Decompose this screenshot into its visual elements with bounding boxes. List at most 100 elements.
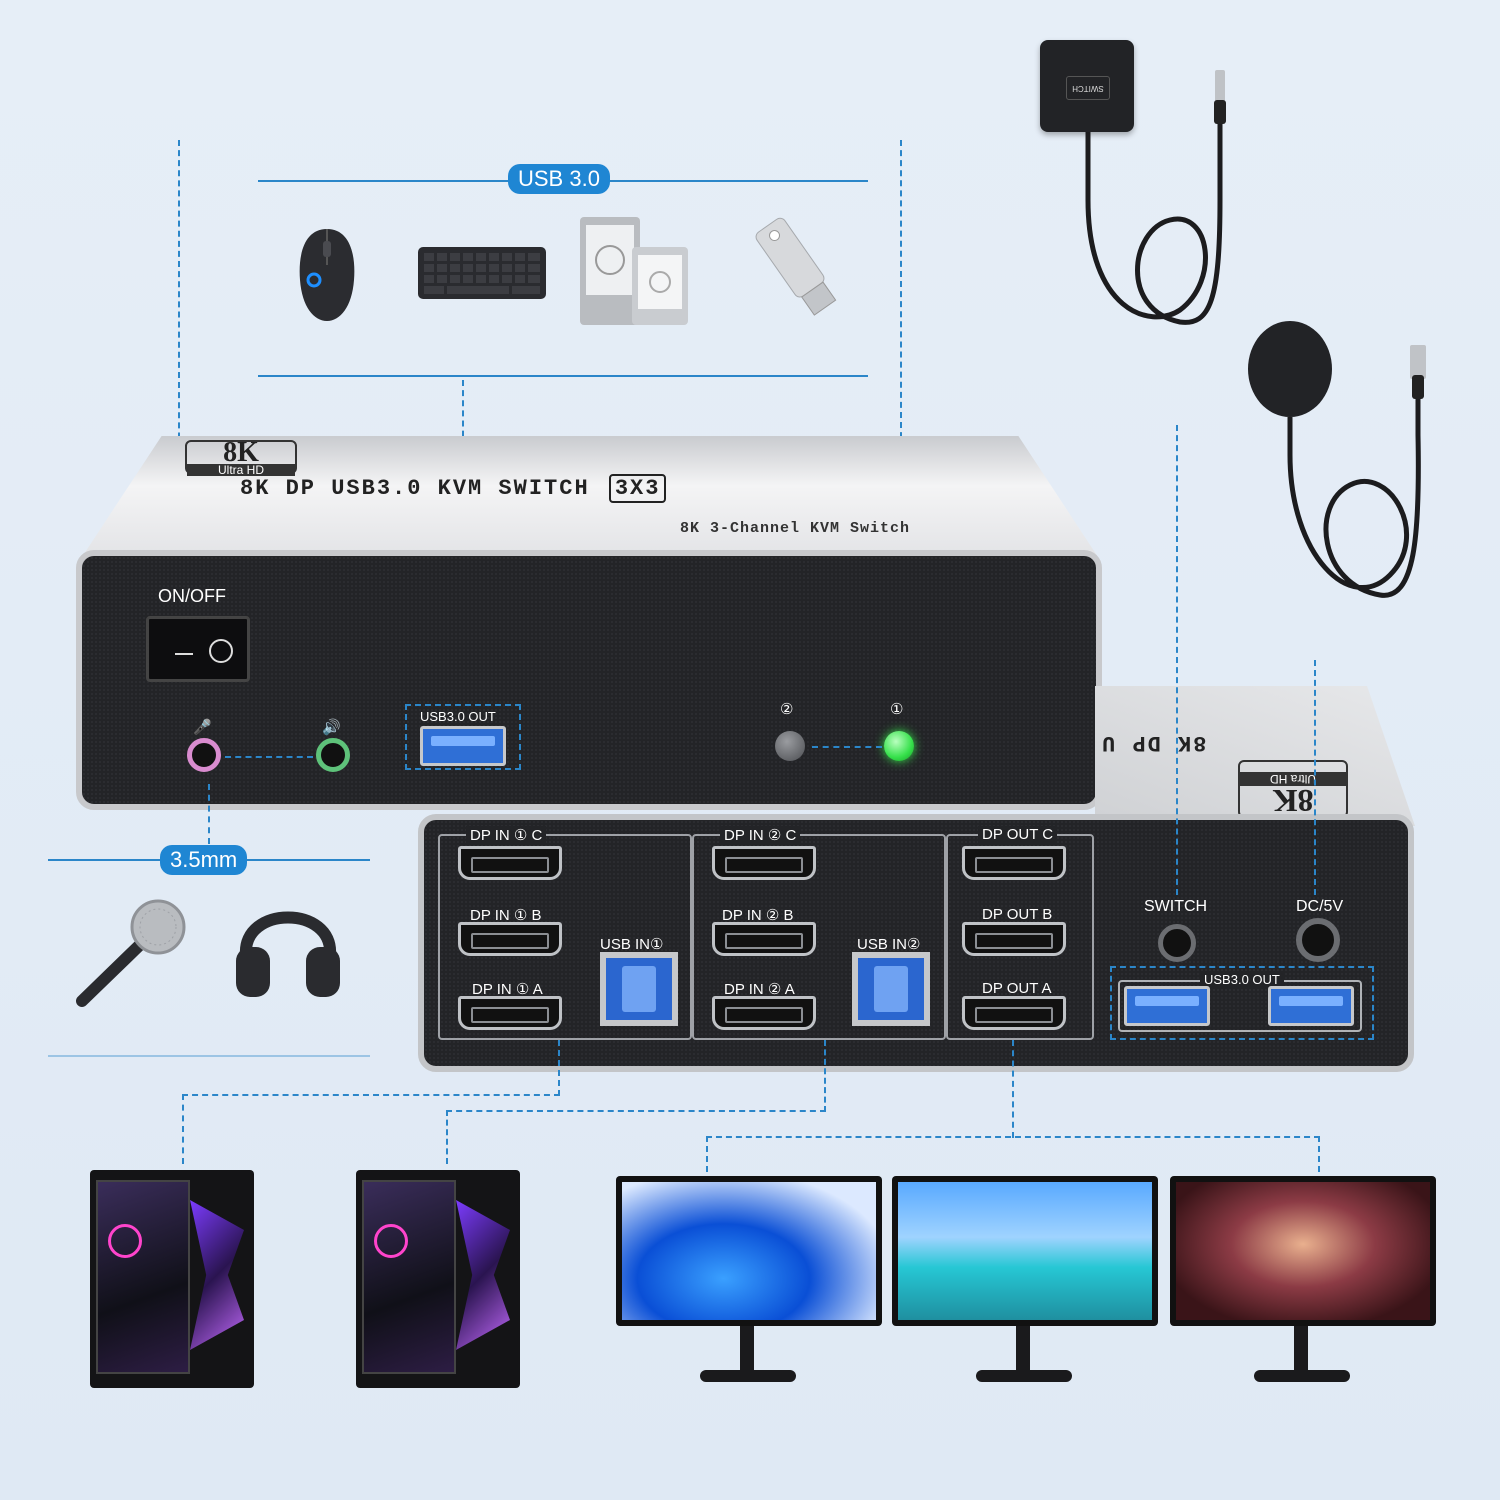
dp-in-1-a-port[interactable] [458, 996, 562, 1030]
back-usb-label: USB3.0 OUT [1200, 972, 1284, 987]
power-off-mark [175, 653, 193, 655]
speaker-icon: 🔊 [322, 719, 341, 736]
badge-ultra-hd: Ultra HD [187, 464, 295, 476]
remote-switch-button[interactable]: SWITCH [1040, 40, 1134, 132]
pc2-link-drop [446, 1110, 448, 1164]
audio-callout-label: 3.5mm [160, 845, 248, 875]
power-switch[interactable] [146, 616, 250, 682]
led-2-label: ② [780, 701, 794, 718]
device-subtitle: 8K 3-Channel KVM Switch [680, 520, 911, 537]
monitor-3 [1170, 1176, 1436, 1326]
pc-tower-1 [90, 1170, 254, 1388]
dp-out-c-label: DP OUT C [978, 826, 1058, 843]
front-badge: 8K Ultra HD [185, 437, 297, 476]
dc-power-port[interactable] [1296, 918, 1340, 962]
back-panel [418, 814, 1414, 1072]
switch-callout-line [1176, 425, 1178, 895]
front-usb-label: USB3.0 OUT [420, 709, 496, 724]
back-usb-port-2[interactable] [1268, 986, 1354, 1026]
pc-tower-2 [356, 1170, 520, 1388]
dp-in-2-c-label: DP IN ② C [720, 826, 801, 844]
switch-port[interactable] [1158, 924, 1196, 962]
dp-in-2-a-port[interactable] [712, 996, 816, 1030]
power-label: ON/OFF [158, 586, 226, 606]
device-title: 8K DP USB3.0 KVM SWITCH 3X3 [240, 474, 667, 503]
dp-out-b-label: DP OUT B [982, 906, 1053, 923]
monitor-3-stand [1254, 1326, 1350, 1386]
pc2-link-horizontal [446, 1110, 826, 1112]
power-on-mark [209, 639, 233, 663]
pc1-link-drop [182, 1094, 184, 1164]
monitor-2 [892, 1176, 1158, 1326]
usb-callout-label: USB 3.0 [508, 164, 610, 194]
usb-in-1-port[interactable] [600, 952, 678, 1026]
dp-in-2-b-port[interactable] [712, 922, 816, 956]
led-callout-line [900, 140, 902, 700]
gaming-mouse-icon [299, 229, 355, 321]
monitor-2-stand [976, 1326, 1072, 1386]
led-channel-2 [775, 731, 805, 761]
pc2-link-vertical [824, 1040, 826, 1112]
switch-port-label: SWITCH [1144, 898, 1208, 915]
badge-8k: 8K [223, 437, 259, 468]
microphone-icon [76, 899, 186, 1007]
dp-in-2-c-port[interactable] [712, 846, 816, 880]
dp-in-2-a-label: DP IN ② A [724, 981, 795, 998]
power-adapter-icon [1248, 321, 1426, 598]
mic-icon: 🎤 [193, 719, 212, 736]
dp-out-b-port[interactable] [962, 922, 1066, 956]
device-title-text: 8K DP USB3.0 KVM SWITCH [240, 476, 590, 501]
pc-2-window [362, 1180, 456, 1374]
dp-out-a-label: DP OUT A [982, 980, 1052, 997]
dp-out-a-port[interactable] [962, 996, 1066, 1030]
pc-2-front-panel [456, 1200, 510, 1350]
usb-in-1-label: USB IN① [600, 936, 664, 953]
audio-callout-line-bottom [48, 1055, 370, 1057]
usb-in-2-label: USB IN② [857, 936, 921, 953]
monitor-link-horizontal [706, 1136, 1320, 1138]
monitor-1-stand [700, 1326, 796, 1386]
mic-jack[interactable] [187, 738, 221, 772]
monitor-2-screen [898, 1182, 1152, 1320]
monitor-1 [616, 1176, 882, 1326]
dc-callout-line [1314, 660, 1316, 895]
dp-in-1-group [438, 834, 692, 1040]
front-usb-port[interactable] [420, 726, 506, 766]
back-usb-port-1[interactable] [1124, 986, 1210, 1026]
back-unit-top [1095, 686, 1415, 826]
audio-link-line [225, 756, 313, 758]
pc-1-front-panel [190, 1200, 244, 1350]
led-channel-1 [884, 731, 914, 761]
pc-2-fan-icon [374, 1224, 408, 1258]
dp-out-c-port[interactable] [962, 846, 1066, 880]
back-badge: 8K Ultra HD [1238, 760, 1348, 819]
power-callout-line [178, 140, 180, 620]
monitor-link-vertical [1012, 1040, 1014, 1138]
usb-flash-drive-icon [755, 217, 837, 316]
dp-in-1-b-label: DP IN ① B [470, 907, 542, 924]
pc1-link-horizontal [182, 1094, 560, 1096]
front-usb-dashbox [405, 704, 521, 770]
dp-in-1-b-port[interactable] [458, 922, 562, 956]
dp-in-1-a-label: DP IN ① A [472, 981, 543, 998]
monitor3-link-drop [1318, 1136, 1320, 1172]
headphone-jack[interactable] [316, 738, 350, 772]
dp-in-2-b-label: DP IN ② B [722, 907, 794, 924]
switch-cable-icon [1085, 70, 1226, 325]
led-1-label: ① [890, 701, 904, 718]
dp-in-1-c-label: DP IN ① C [466, 826, 547, 844]
monitor-1-screen [622, 1182, 876, 1320]
pc-1-window [96, 1180, 190, 1374]
back-title: 8K DP U [1100, 730, 1207, 755]
back-usb-dashbox [1110, 966, 1374, 1040]
usb-in-2-port[interactable] [852, 952, 930, 1026]
hard-drive-icon [580, 217, 688, 325]
monitor-3-screen [1176, 1182, 1430, 1320]
monitor1-link-drop [706, 1136, 708, 1172]
audio-callout-line [208, 784, 210, 844]
dp-in-1-c-port[interactable] [458, 846, 562, 880]
keyboard-icon [418, 247, 546, 299]
front-panel [76, 550, 1102, 810]
back-badge-ultra-hd: Ultra HD [1240, 772, 1346, 786]
